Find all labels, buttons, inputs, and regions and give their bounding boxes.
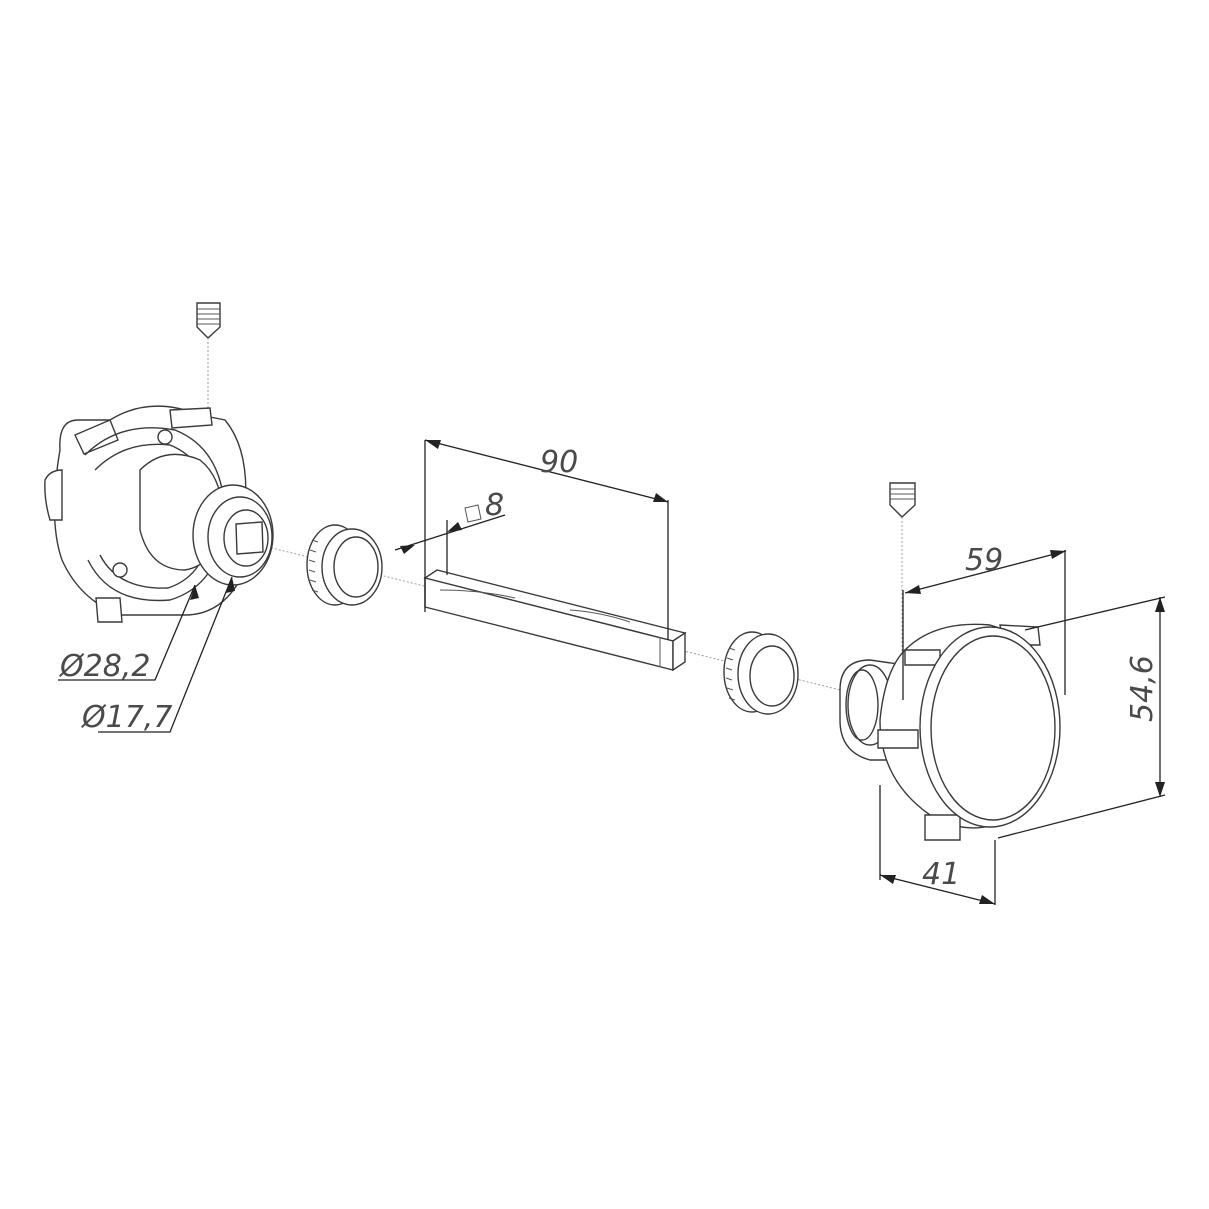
- screw-hole-icon: [157, 429, 173, 445]
- left-rose-base: [44, 405, 274, 623]
- knob-dimensions: [879, 550, 1166, 905]
- square-hole-icon: [235, 521, 264, 555]
- right-knob: [839, 623, 1061, 841]
- dim-label-knob-height: 54,6: [1125, 655, 1160, 722]
- dim-label-spindle-length: 90: [540, 445, 578, 480]
- spindle-dimensions: [394, 439, 669, 640]
- dim-label-outer-diameter: Ø28,2: [58, 649, 150, 684]
- screw-hole-icon: [112, 562, 128, 578]
- dim-label-inner-diameter: Ø17,7: [80, 700, 172, 735]
- right-spacer-ring: [723, 631, 799, 715]
- left-dimension-leaders: [58, 576, 235, 733]
- spindle-bar: [423, 569, 687, 672]
- left-spacer-ring: [306, 524, 383, 606]
- dim-label-knob-width: 41: [922, 857, 960, 892]
- dim-label-knob-depth: 59: [965, 543, 1003, 578]
- dim-label-spindle-square: 8: [485, 488, 504, 523]
- square-symbol-icon: [464, 504, 482, 523]
